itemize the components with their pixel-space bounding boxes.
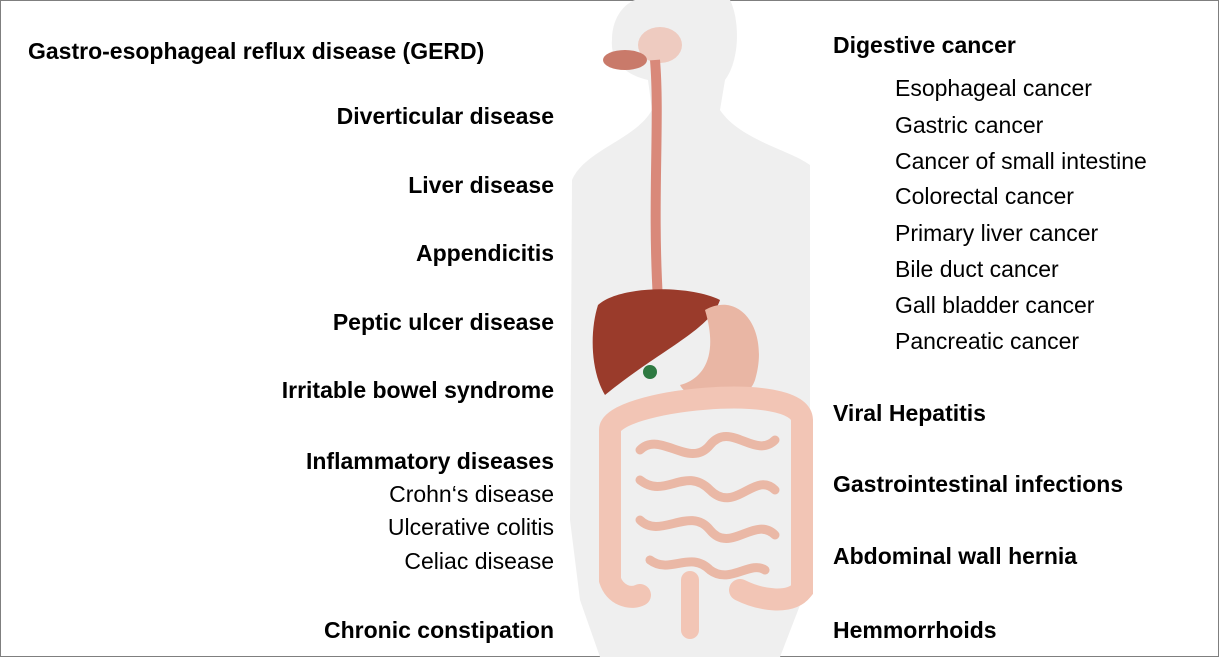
label-gerd: Gastro-esophageal reflux disease (GERD) (28, 40, 484, 63)
label-gastric-cancer: Gastric cancer (895, 114, 1043, 137)
label-ulcerative-colitis: Ulcerative colitis (388, 516, 554, 539)
label-irritable-bowel-syndrome: Irritable bowel syndrome (282, 379, 554, 402)
label-diverticular-disease: Diverticular disease (337, 105, 554, 128)
label-cancer-small-intestine: Cancer of small intestine (895, 150, 1147, 173)
label-crohns-disease: Crohn‘s disease (389, 483, 554, 506)
label-abdominal-wall-hernia: Abdominal wall hernia (833, 545, 1077, 568)
gall-bladder (643, 365, 657, 379)
label-colorectal-cancer: Colorectal cancer (895, 185, 1074, 208)
label-primary-liver-cancer: Primary liver cancer (895, 222, 1098, 245)
label-inflammatory-diseases: Inflammatory diseases (306, 450, 554, 473)
label-digestive-cancer: Digestive cancer (833, 34, 1016, 57)
label-esophageal-cancer: Esophageal cancer (895, 77, 1092, 100)
label-viral-hepatitis: Viral Hepatitis (833, 402, 986, 425)
digestive-system-illustration (540, 0, 840, 657)
label-peptic-ulcer-disease: Peptic ulcer disease (333, 311, 554, 334)
esophagus (655, 60, 658, 300)
label-hemmorrhoids: Hemmorrhoids (833, 619, 997, 642)
label-liver-disease: Liver disease (408, 174, 554, 197)
label-gastrointestinal-infections: Gastrointestinal infections (833, 473, 1123, 496)
label-celiac-disease: Celiac disease (404, 550, 554, 573)
label-gall-bladder-cancer: Gall bladder cancer (895, 294, 1094, 317)
label-chronic-constipation: Chronic constipation (324, 619, 554, 642)
mouth (603, 50, 647, 70)
label-bile-duct-cancer: Bile duct cancer (895, 258, 1059, 281)
label-pancreatic-cancer: Pancreatic cancer (895, 330, 1079, 353)
label-appendicitis: Appendicitis (416, 242, 554, 265)
